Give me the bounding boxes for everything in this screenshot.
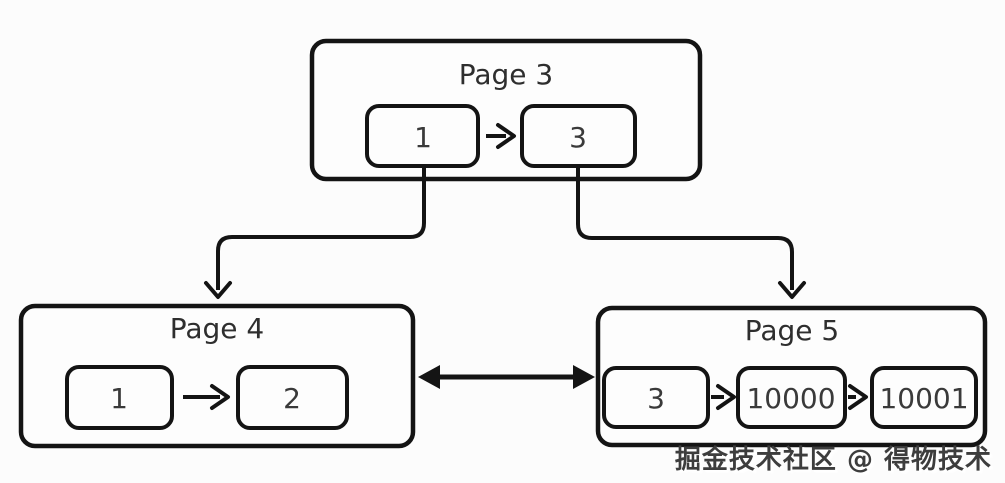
- page5-record-box-2: [736, 366, 847, 429]
- page3-record-box-1: [365, 104, 480, 168]
- edge-page3-to-page5: [576, 167, 806, 299]
- page3-node: Page 3 1 3: [309, 38, 703, 182]
- page5-title: Page 5: [745, 314, 840, 347]
- page5-record-value-2: 10000: [746, 382, 835, 415]
- double-arrow-page4-page5-icon: [418, 365, 595, 389]
- next-record-arrow-icon: [848, 384, 868, 410]
- page3-record-value-2: 3: [569, 121, 587, 154]
- page5-record-value-3: 10001: [879, 382, 968, 415]
- page4-node: Page 4 1 2: [18, 303, 416, 449]
- edge-page3-to-page5-line: [576, 167, 794, 290]
- page3-title: Page 3: [459, 58, 554, 91]
- next-record-arrow-icon: [711, 384, 736, 410]
- arrow-down-icon: [204, 281, 232, 299]
- page5-record-value-1: 3: [647, 382, 665, 415]
- page4-record-box-1: [65, 365, 174, 430]
- page4-title: Page 4: [170, 312, 265, 345]
- page4-record-box-2: [236, 365, 349, 430]
- page5-record-box-1: [602, 366, 710, 429]
- edge-page3-to-page4-line: [216, 167, 426, 290]
- edge-page3-to-page4: [204, 167, 426, 299]
- watermark-text: 掘金技术社区 @ 得物技术: [674, 445, 992, 475]
- page3-record-value-1: 1: [414, 121, 432, 154]
- next-record-arrow-icon: [486, 123, 516, 149]
- page3-record-box-2: [520, 104, 637, 168]
- page5-record-box-3: [870, 366, 978, 429]
- page4-record-value-1: 1: [110, 382, 128, 415]
- page4-record-value-2: 2: [283, 382, 301, 415]
- next-record-arrow-icon: [183, 384, 230, 410]
- arrow-down-icon: [778, 281, 806, 299]
- page5-node: Page 5 3 10000 10001: [595, 305, 988, 448]
